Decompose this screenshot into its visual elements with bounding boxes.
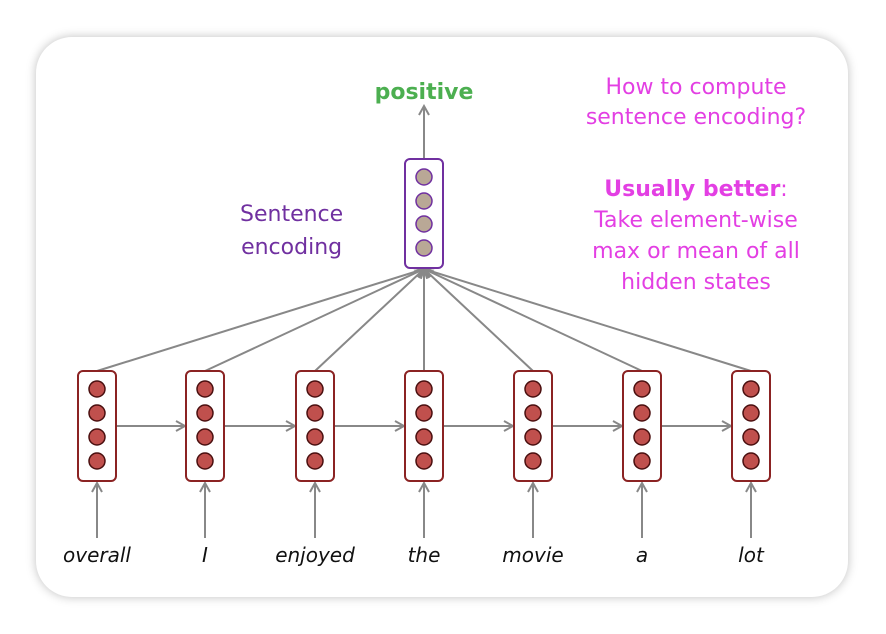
answer-colon: : (780, 177, 788, 202)
hidden-unit (742, 452, 760, 470)
hidden-state-box (295, 370, 335, 482)
hidden-unit (415, 404, 433, 422)
input-word: movie (502, 543, 564, 567)
hidden-unit (196, 404, 214, 422)
answer-line-3: hidden states (621, 270, 771, 295)
hidden-unit (306, 452, 324, 470)
hidden-unit (742, 380, 760, 398)
hidden-unit (88, 452, 106, 470)
hidden-state-box (622, 370, 662, 482)
hidden-state-box (513, 370, 553, 482)
input-word: lot (738, 543, 764, 567)
hidden-unit (306, 428, 324, 446)
pooling-arrow (424, 269, 752, 372)
hidden-unit (742, 428, 760, 446)
hidden-unit (524, 452, 542, 470)
hidden-unit (415, 380, 433, 398)
hidden-unit (306, 404, 324, 422)
answer-line-1: Take element-wise (594, 208, 798, 233)
input-word: enjoyed (275, 543, 355, 567)
hidden-unit (524, 428, 542, 446)
sentence-encoding-line-1: Sentence (240, 202, 344, 227)
slide-card (36, 37, 848, 597)
hidden-unit (524, 380, 542, 398)
hidden-unit (88, 404, 106, 422)
hidden-unit (633, 404, 651, 422)
hidden-unit (742, 404, 760, 422)
input-word: a (635, 543, 649, 567)
hidden-unit (88, 380, 106, 398)
pooling-arrow (314, 269, 424, 372)
hidden-unit (633, 380, 651, 398)
hidden-unit (306, 380, 324, 398)
pooling-arrow (424, 269, 534, 372)
encoding-unit (415, 239, 433, 257)
hidden-unit (524, 404, 542, 422)
hidden-unit (415, 452, 433, 470)
hidden-unit (633, 428, 651, 446)
hidden-state-box (404, 370, 444, 482)
pooling-arrow (424, 269, 643, 372)
answer-text: Usually better: Take element-wise max or… (592, 174, 800, 298)
hidden-unit (633, 452, 651, 470)
answer-title: Usually better: (592, 174, 800, 205)
input-word: the (407, 543, 441, 567)
hidden-unit (415, 428, 433, 446)
hidden-unit (88, 428, 106, 446)
hidden-unit (196, 452, 214, 470)
answer-title-bold: Usually better (604, 177, 781, 202)
encoding-unit (415, 215, 433, 233)
hidden-state-box (185, 370, 225, 482)
hidden-state-box (77, 370, 117, 482)
hidden-state-box (731, 370, 771, 482)
output-label: positive (374, 80, 474, 105)
question-line-1: How to compute (605, 75, 787, 100)
hidden-unit (196, 428, 214, 446)
hidden-unit (196, 380, 214, 398)
sentence-encoding-box (404, 158, 444, 269)
answer-line-2: max or mean of all (592, 239, 800, 264)
encoding-unit (415, 168, 433, 186)
pooling-arrow (96, 269, 424, 372)
sentence-encoding-label: Sentence encoding (240, 198, 343, 264)
question-line-2: sentence encoding? (585, 105, 807, 130)
pooling-arrow (204, 269, 424, 372)
sentence-encoding-line-2: encoding (241, 235, 343, 260)
input-word: overall (63, 543, 131, 567)
encoding-unit (415, 192, 433, 210)
question-text: How to compute sentence encoding? (586, 73, 806, 133)
input-word: I (202, 543, 208, 567)
